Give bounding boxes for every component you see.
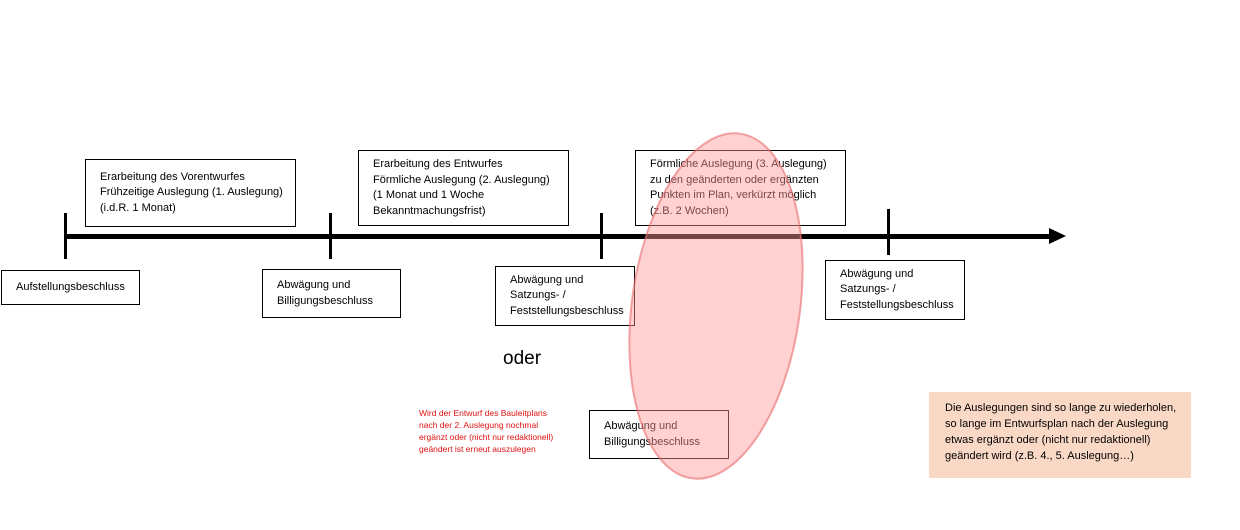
- phase-box-line: Förmliche Auslegung (2. Auslegung): [373, 173, 550, 186]
- info-box-line: geändert wird (z.B. 4., 5. Auslegung…): [945, 450, 1134, 462]
- decision-box-aufstellung: Aufstellungsbeschluss: [1, 270, 140, 305]
- timeline-arrowhead: [1049, 228, 1066, 244]
- decision-box-satzung-1: Abwägung und Satzungs- / Feststellungsbe…: [495, 266, 635, 326]
- red-note-line: geändert ist erneut auszulegen: [419, 444, 536, 454]
- red-note-line: Wird der Entwurf des Bauleitplans: [419, 408, 548, 418]
- info-box-line: Die Auslegungen sind so lange zu wiederh…: [945, 402, 1177, 414]
- phase-box-line: Erarbeitung des Entwurfes: [373, 158, 503, 170]
- oder-label: oder: [503, 348, 542, 369]
- phase-box-line: (i.d.R. 1 Monat): [100, 201, 176, 214]
- phase-box-line: Erarbeitung des Vorentwurfes: [100, 170, 245, 183]
- info-box-line: so lange im Entwurfsplan nach der Ausleg…: [945, 418, 1169, 430]
- phase-box-vorentwurf: Erarbeitung des Vorentwurfes Frühzeitige…: [85, 159, 296, 227]
- phase-box-dritte-auslegung: Förmliche Auslegung (3. Auslegung) zu de…: [635, 150, 846, 226]
- timeline-tick-2: [329, 213, 332, 259]
- highlight-ellipse: [628, 132, 804, 480]
- decision-box-line: Billigungsbeschluss: [277, 294, 373, 307]
- timeline-tick-3: [600, 213, 603, 259]
- timeline-axis: [65, 234, 1051, 239]
- phase-box-line: Punkten im Plan, verkürzt möglich: [650, 189, 817, 201]
- phase-box-line: (z.B. 2 Wochen): [650, 204, 729, 217]
- phase-box-line: zu den geänderten oder ergänzten: [650, 173, 819, 186]
- phase-box-line: (1 Monat und 1 Woche: [373, 189, 485, 201]
- phase-box-line: Bekanntmachungsfrist): [373, 204, 486, 217]
- timeline-tick-1: [64, 213, 67, 259]
- phase-box-entwurf: Erarbeitung des Entwurfes Förmliche Ausl…: [358, 150, 569, 226]
- info-box-line: etwas ergänzt oder (nicht nur redaktione…: [945, 434, 1151, 446]
- decision-box-line: Feststellungsbeschluss: [510, 304, 624, 317]
- decision-box-line: Abwägung und: [510, 273, 584, 286]
- timeline-tick-4: [887, 209, 890, 255]
- red-note-line: ergänzt oder (nicht nur redaktionell): [419, 432, 554, 442]
- decision-box-line: Aufstellungsbeschluss: [16, 280, 125, 293]
- phase-box-line: Frühzeitige Auslegung (1. Auslegung): [100, 186, 283, 199]
- decision-box-billigung: Abwägung und Billigungsbeschluss: [262, 269, 401, 318]
- red-note: Wird der Entwurf des Bauleitplans nach d…: [419, 407, 553, 455]
- decision-box-line: Satzungs- /: [510, 289, 566, 302]
- red-note-line: nach der 2. Auslegung nochmal: [419, 420, 539, 430]
- decision-box-billigung-alt: Abwägung und Billigungsbeschluss: [589, 410, 729, 459]
- decision-box-line: Feststellungsbeschluss: [840, 298, 954, 311]
- decision-box-line: Abwägung und: [604, 420, 678, 432]
- decision-box-line: Billigungsbeschluss: [604, 435, 700, 448]
- phase-box-line: Förmliche Auslegung (3. Auslegung): [650, 158, 827, 170]
- info-box: Die Auslegungen sind so lange zu wiederh…: [929, 392, 1191, 478]
- decision-box-line: Abwägung und: [277, 279, 351, 291]
- decision-box-line: Abwägung und: [840, 267, 914, 280]
- decision-box-satzung-2: Abwägung und Satzungs- / Feststellungsbe…: [825, 260, 965, 320]
- decision-box-line: Satzungs- /: [840, 283, 896, 296]
